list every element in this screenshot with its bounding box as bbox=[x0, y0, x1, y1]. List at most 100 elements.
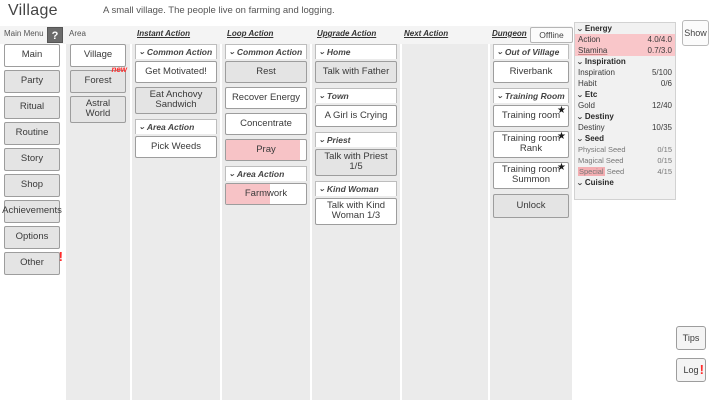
area-item-astral-world[interactable]: Astral World bbox=[70, 96, 126, 123]
stat-group-label: Etc bbox=[584, 90, 598, 99]
stat-label: Inspiration bbox=[578, 68, 615, 77]
loop-action-item-recover-energy[interactable]: Recover Energy bbox=[225, 87, 307, 109]
instant-action-item-label: Eat Anchovy Sandwich bbox=[149, 89, 203, 111]
chevron-down-icon: ⌄ bbox=[576, 91, 584, 99]
upgrade-action-group-header-home[interactable]: ⌄Home bbox=[315, 44, 397, 59]
stat-label: Physical Seed bbox=[578, 145, 626, 154]
upgrade-action-item-talk-with-priest-1-5[interactable]: Talk with Priest 1/5 bbox=[315, 149, 397, 176]
main-menu-item-story[interactable]: Story bbox=[4, 148, 60, 171]
main-menu-item-other[interactable]: Other! bbox=[4, 249, 63, 275]
loop-action-item-label: Rest bbox=[256, 65, 276, 77]
main-menu-item-party[interactable]: Party bbox=[4, 70, 60, 93]
upgrade-action-item-talk-with-kind-woman-1-3[interactable]: Talk with Kind Woman 1/3 bbox=[315, 197, 397, 225]
area-item-village[interactable]: Village bbox=[70, 44, 126, 67]
stat-group-inspiration[interactable]: ⌄Inspiration bbox=[575, 56, 675, 67]
stat-label: Gold bbox=[578, 101, 595, 110]
main-menu-item-label: Party bbox=[20, 75, 44, 87]
column-header-loop-action: Loop Action bbox=[227, 29, 274, 38]
stat-value: 4/15 bbox=[657, 167, 672, 176]
stat-group-label: Destiny bbox=[584, 112, 614, 121]
top-header: Village A small village. The people live… bbox=[0, 0, 711, 26]
main-menu-item-achievements[interactable]: Achievements bbox=[2, 200, 62, 223]
dungeon-item-training-room-rank[interactable]: Training room Rank★ bbox=[493, 131, 569, 158]
main-menu-item-ritual[interactable]: Ritual bbox=[4, 96, 60, 119]
stat-value: 0/6 bbox=[660, 79, 672, 88]
loop-action-group-header-common-action[interactable]: ⌄Common Action bbox=[225, 44, 307, 59]
dungeon-item-riverbank[interactable]: Riverbank bbox=[493, 61, 569, 83]
area-item-label: Village bbox=[83, 49, 113, 61]
stat-group-label: Inspiration bbox=[584, 57, 626, 66]
group-label: Out of Village bbox=[504, 47, 560, 57]
main-menu-item-label: Story bbox=[20, 153, 44, 165]
instant-action-group-header-area-action[interactable]: ⌄Area Action bbox=[135, 118, 217, 134]
dungeon-group-header-out-of-village[interactable]: ⌄Out of Village bbox=[493, 44, 569, 59]
loop-action-item-rest[interactable]: Rest bbox=[225, 61, 307, 83]
stat-group-cuisine[interactable]: ⌄Cuisine bbox=[575, 177, 675, 188]
stat-label: Destiny bbox=[578, 123, 605, 132]
stat-group-seed[interactable]: ⌄Seed bbox=[575, 133, 675, 144]
main-menu-item-routine[interactable]: Routine bbox=[4, 122, 60, 145]
chevron-down-icon: ⌄ bbox=[318, 185, 326, 193]
dungeon-group-header-training-room[interactable]: ⌄Training Room bbox=[493, 88, 569, 103]
loop-action-item-pray[interactable]: Pray bbox=[225, 139, 307, 161]
offline-button[interactable]: Offline bbox=[530, 27, 573, 43]
star-icon: ★ bbox=[557, 131, 566, 142]
instant-action-group-header-common-action[interactable]: ⌄Common Action bbox=[135, 44, 217, 59]
stat-group-etc[interactable]: ⌄Etc bbox=[575, 89, 675, 100]
unlock-button[interactable]: Unlock bbox=[493, 193, 569, 218]
progress-fill bbox=[226, 184, 270, 204]
star-icon: ★ bbox=[557, 161, 566, 173]
area-item-label: Forest bbox=[84, 75, 112, 87]
help-button[interactable]: ? bbox=[47, 27, 63, 43]
log-button[interactable]: Log ! bbox=[676, 358, 706, 382]
show-button[interactable]: Show bbox=[682, 20, 709, 46]
chevron-down-icon: ⌄ bbox=[576, 58, 584, 66]
stat-value: 12/40 bbox=[651, 101, 672, 110]
instant-action-item-pick-weeds[interactable]: Pick Weeds bbox=[135, 135, 217, 158]
upgrade-action-group-header-town[interactable]: ⌄Town bbox=[315, 88, 397, 103]
stat-value: 10/35 bbox=[651, 123, 672, 132]
instant-action-item-get-motivated[interactable]: Get Motivated! bbox=[135, 61, 217, 83]
upgrade-action-group-header-kind-woman[interactable]: ⌄Kind Woman bbox=[315, 180, 397, 196]
group-label: Training Room bbox=[504, 91, 565, 101]
upgrade-action-item-talk-with-father[interactable]: Talk with Father bbox=[315, 61, 397, 83]
stat-group-energy[interactable]: ⌄Energy bbox=[575, 23, 675, 34]
main-menu-item-label: Achievements bbox=[2, 205, 62, 217]
main-menu-item-main[interactable]: Main bbox=[4, 44, 60, 67]
loop-action-group-header-area-action[interactable]: ⌄Area Action bbox=[225, 166, 307, 181]
dungeon-item-training-room-summon[interactable]: Training room Summon★ bbox=[493, 161, 569, 189]
tips-button[interactable]: Tips bbox=[676, 326, 706, 350]
column-header-dungeon: Dungeon bbox=[492, 29, 527, 38]
upgrade-action-item-a-girl-is-crying[interactable]: A Girl is Crying bbox=[315, 105, 397, 127]
group-label: Home bbox=[326, 47, 351, 57]
column-header-bar: Main Menu Area Instant Action Loop Actio… bbox=[0, 26, 572, 44]
stat-label: Habit bbox=[578, 79, 597, 88]
upgrade-action-group-header-priest[interactable]: ⌄Priest bbox=[315, 132, 397, 147]
group-label: Area Action bbox=[146, 121, 195, 132]
log-alert-badge: ! bbox=[699, 362, 704, 377]
chevron-down-icon: ⌄ bbox=[228, 49, 236, 56]
main-menu-item-shop[interactable]: Shop bbox=[4, 174, 60, 197]
main-menu-item-options[interactable]: Options bbox=[4, 226, 60, 249]
dungeon-item-training-room[interactable]: Training room★ bbox=[493, 105, 569, 127]
loop-action-item-farmwork[interactable]: Farmwork bbox=[225, 183, 307, 205]
group-label: Common Action bbox=[146, 47, 213, 57]
stat-group-destiny[interactable]: ⌄Destiny bbox=[575, 111, 675, 122]
stat-group-label: Cuisine bbox=[584, 178, 614, 187]
column-header-instant-action: Instant Action bbox=[137, 29, 191, 38]
instant-action-item-eat-anchovy-sandwich[interactable]: Eat Anchovy Sandwich bbox=[135, 87, 217, 114]
chevron-down-icon: ⌄ bbox=[138, 123, 146, 131]
loop-action-item-concentrate[interactable]: Concentrate bbox=[225, 113, 307, 135]
